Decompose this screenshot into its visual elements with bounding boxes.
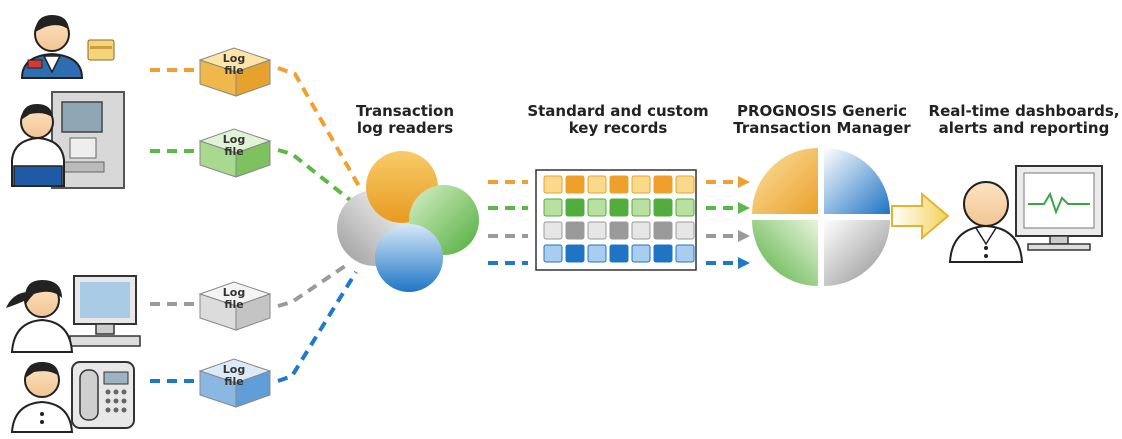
output-title-line2: alerts and reporting	[938, 119, 1110, 137]
card-payment-user-icon	[20, 15, 115, 79]
key-records-grid	[543, 175, 695, 263]
manager-title-line1: PROGNOSIS Generic	[736, 102, 908, 120]
key-record-cell	[653, 198, 673, 217]
output-title: Real-time dashboards, alerts and reporti…	[928, 103, 1120, 137]
key-record-cell	[653, 221, 673, 240]
log-box-label-blue-line2: file	[224, 375, 243, 388]
log-box-label-gray-line1: Log	[223, 286, 245, 299]
log-file-box-blue	[198, 358, 272, 408]
key-record-cell	[675, 198, 695, 217]
computer-user-icon	[6, 275, 141, 353]
readers-title: Transaction log readers	[340, 103, 470, 137]
key-record-cell	[565, 244, 585, 263]
manager-title: PROGNOSIS Generic Transaction Manager	[724, 103, 920, 137]
log-file-box-orange	[198, 47, 272, 97]
key-record-cell	[587, 175, 607, 194]
log-box-label-blue-line1: Log	[223, 363, 245, 376]
readers-title-line1: Transaction	[355, 102, 455, 120]
key-record-cell	[631, 198, 651, 217]
records-title-line1: Standard and custom	[527, 102, 709, 120]
key-record-cell	[587, 198, 607, 217]
records-to-manager-arrows	[706, 176, 750, 269]
key-record-cell	[631, 221, 651, 240]
records-title: Standard and custom key records	[520, 103, 716, 137]
blue-link-2	[277, 270, 358, 383]
green-link-2	[277, 148, 352, 202]
records-title-line2: key records	[568, 119, 668, 137]
output-title-line1: Real-time dashboards,	[928, 102, 1120, 120]
key-record-cell	[631, 175, 651, 194]
manager-title-line2: Transaction Manager	[733, 119, 911, 137]
key-record-cell	[653, 244, 673, 263]
key-record-cell	[675, 175, 695, 194]
key-record-cell	[587, 244, 607, 263]
key-record-cell	[543, 198, 563, 217]
atm-user-icon	[11, 91, 125, 189]
phone-user-icon	[10, 361, 135, 433]
log-box-label-orange-line1: Log	[223, 52, 245, 65]
key-record-cell	[609, 175, 629, 194]
key-record-cell	[609, 198, 629, 217]
key-record-cell	[631, 244, 651, 263]
key-record-cell	[543, 221, 563, 240]
key-record-cell	[565, 221, 585, 240]
key-record-cell	[587, 221, 607, 240]
log-box-label-gray-line2: file	[224, 298, 243, 311]
key-record-cell	[565, 175, 585, 194]
key-record-cell	[609, 244, 629, 263]
key-record-cell	[653, 175, 673, 194]
log-file-box-gray	[198, 281, 272, 331]
key-record-cell	[609, 221, 629, 240]
key-record-cell	[675, 244, 695, 263]
log-box-label-orange-line2: file	[224, 64, 243, 77]
readers-title-line2: log readers	[356, 119, 454, 137]
output-arrow	[891, 191, 950, 241]
orange-link-2	[277, 66, 362, 189]
log-readers-cluster	[337, 151, 479, 292]
key-record-cell	[675, 221, 695, 240]
dashboard-user-icon	[948, 165, 1103, 263]
key-record-cell	[543, 175, 563, 194]
key-record-cell	[565, 198, 585, 217]
key-record-cell	[543, 244, 563, 263]
log-box-label-green-line2: file	[224, 145, 243, 158]
log-file-box-green	[198, 128, 272, 178]
transaction-manager-circle	[752, 148, 890, 286]
log-box-label-green-line1: Log	[223, 133, 245, 146]
gray-link-2	[277, 262, 350, 308]
